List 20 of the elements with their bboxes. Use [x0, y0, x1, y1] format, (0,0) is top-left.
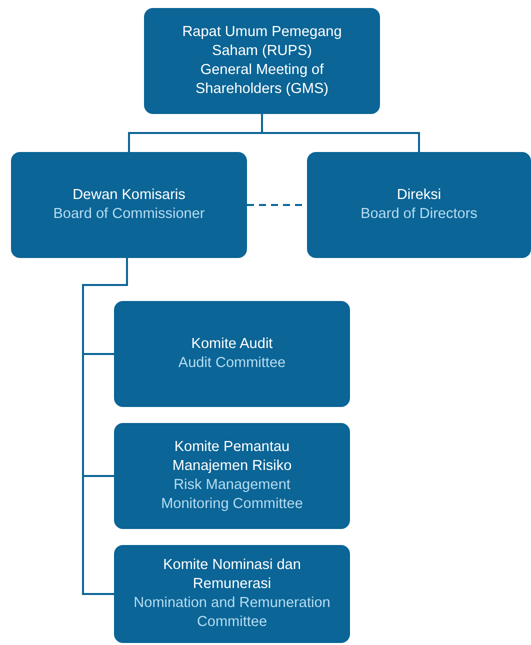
english-label: Board of Directors [360, 205, 478, 224]
org-box [114, 423, 350, 529]
indonesian-label: Komite Audit [191, 335, 273, 354]
org-box [144, 8, 380, 114]
english-label: Audit Committee [178, 354, 286, 373]
english-label: General Meeting of Shareholders (GMS) [194, 61, 330, 99]
indonesian-label: Dewan Komisaris [72, 186, 186, 205]
indonesian-label: Direksi [396, 186, 442, 205]
indonesian-label: Komite Nominasi dan Remunerasi [162, 556, 302, 594]
org-box [307, 152, 531, 258]
org-box [114, 545, 350, 643]
connector-line [82, 258, 128, 595]
connector-line [261, 114, 420, 152]
org-box [11, 152, 247, 258]
org-box [114, 301, 350, 407]
english-label: Board of Commissioner [53, 205, 205, 224]
english-label: Nomination and Remuneration Committee [132, 594, 332, 632]
english-label: Risk Management Monitoring Committee [160, 476, 304, 514]
indonesian-label: Komite Pemantau Manajemen Risiko [171, 438, 293, 476]
indonesian-label: Rapat Umum Pemegang Saham (RUPS) [181, 23, 343, 61]
